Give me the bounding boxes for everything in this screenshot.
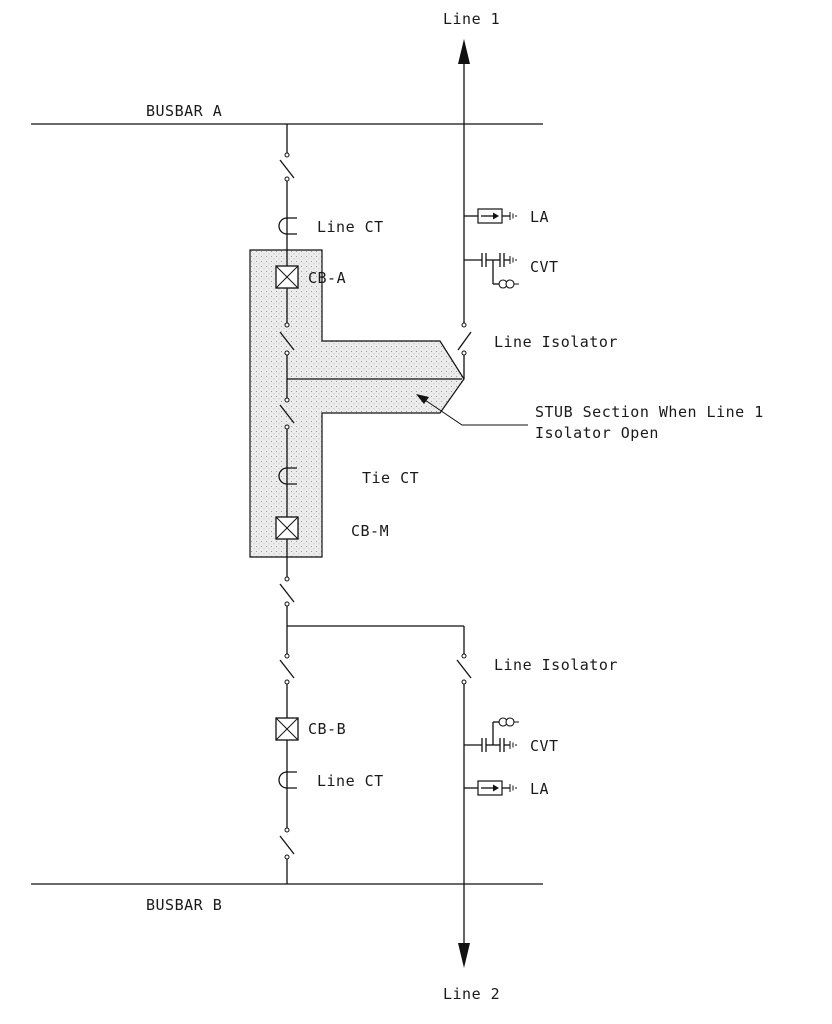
line-isolator-top-label: Line Isolator [494,333,618,351]
line-1-arrow [458,39,470,64]
main-diameter [275,124,299,884]
line-ct-bottom-label: Line CT [317,772,384,790]
stub-label-line-2: Isolator Open [535,424,659,442]
tie-ct-symbol [278,467,297,485]
busbar-b-label: BUSBAR B [146,896,222,914]
stub-leader [416,394,528,426]
la-bottom-symbol [464,780,517,796]
cb-b-label: CB-B [308,720,346,738]
cvt-bottom-symbol [464,717,519,752]
line-2-arrow [458,943,470,968]
cvt-top-symbol [464,253,519,289]
line-ct-top-label: Line CT [317,218,384,236]
line-2-label: Line 2 [443,985,500,1003]
cb-a-label: CB-A [308,269,346,287]
la-top-label: LA [530,208,549,226]
line-ct-top-symbol [278,217,297,235]
line-isolator-bottom-label: Line Isolator [494,656,618,674]
line-1-feeder [457,39,472,379]
cvt-bottom-label: CVT [530,737,559,755]
stub-section-region [249,249,465,558]
la-bottom-label: LA [530,780,549,798]
cb-m-label: CB-M [351,522,389,540]
la-top-symbol [464,208,517,224]
tie-ct-label: Tie CT [362,469,419,487]
line-1-label: Line 1 [443,10,500,28]
line-2-feeder [287,625,472,968]
stub-label-line-1: STUB Section When Line 1 [535,403,764,421]
busbar-a-label: BUSBAR A [146,102,222,120]
cvt-top-label: CVT [530,258,559,276]
line-ct-bottom-symbol [278,771,297,789]
